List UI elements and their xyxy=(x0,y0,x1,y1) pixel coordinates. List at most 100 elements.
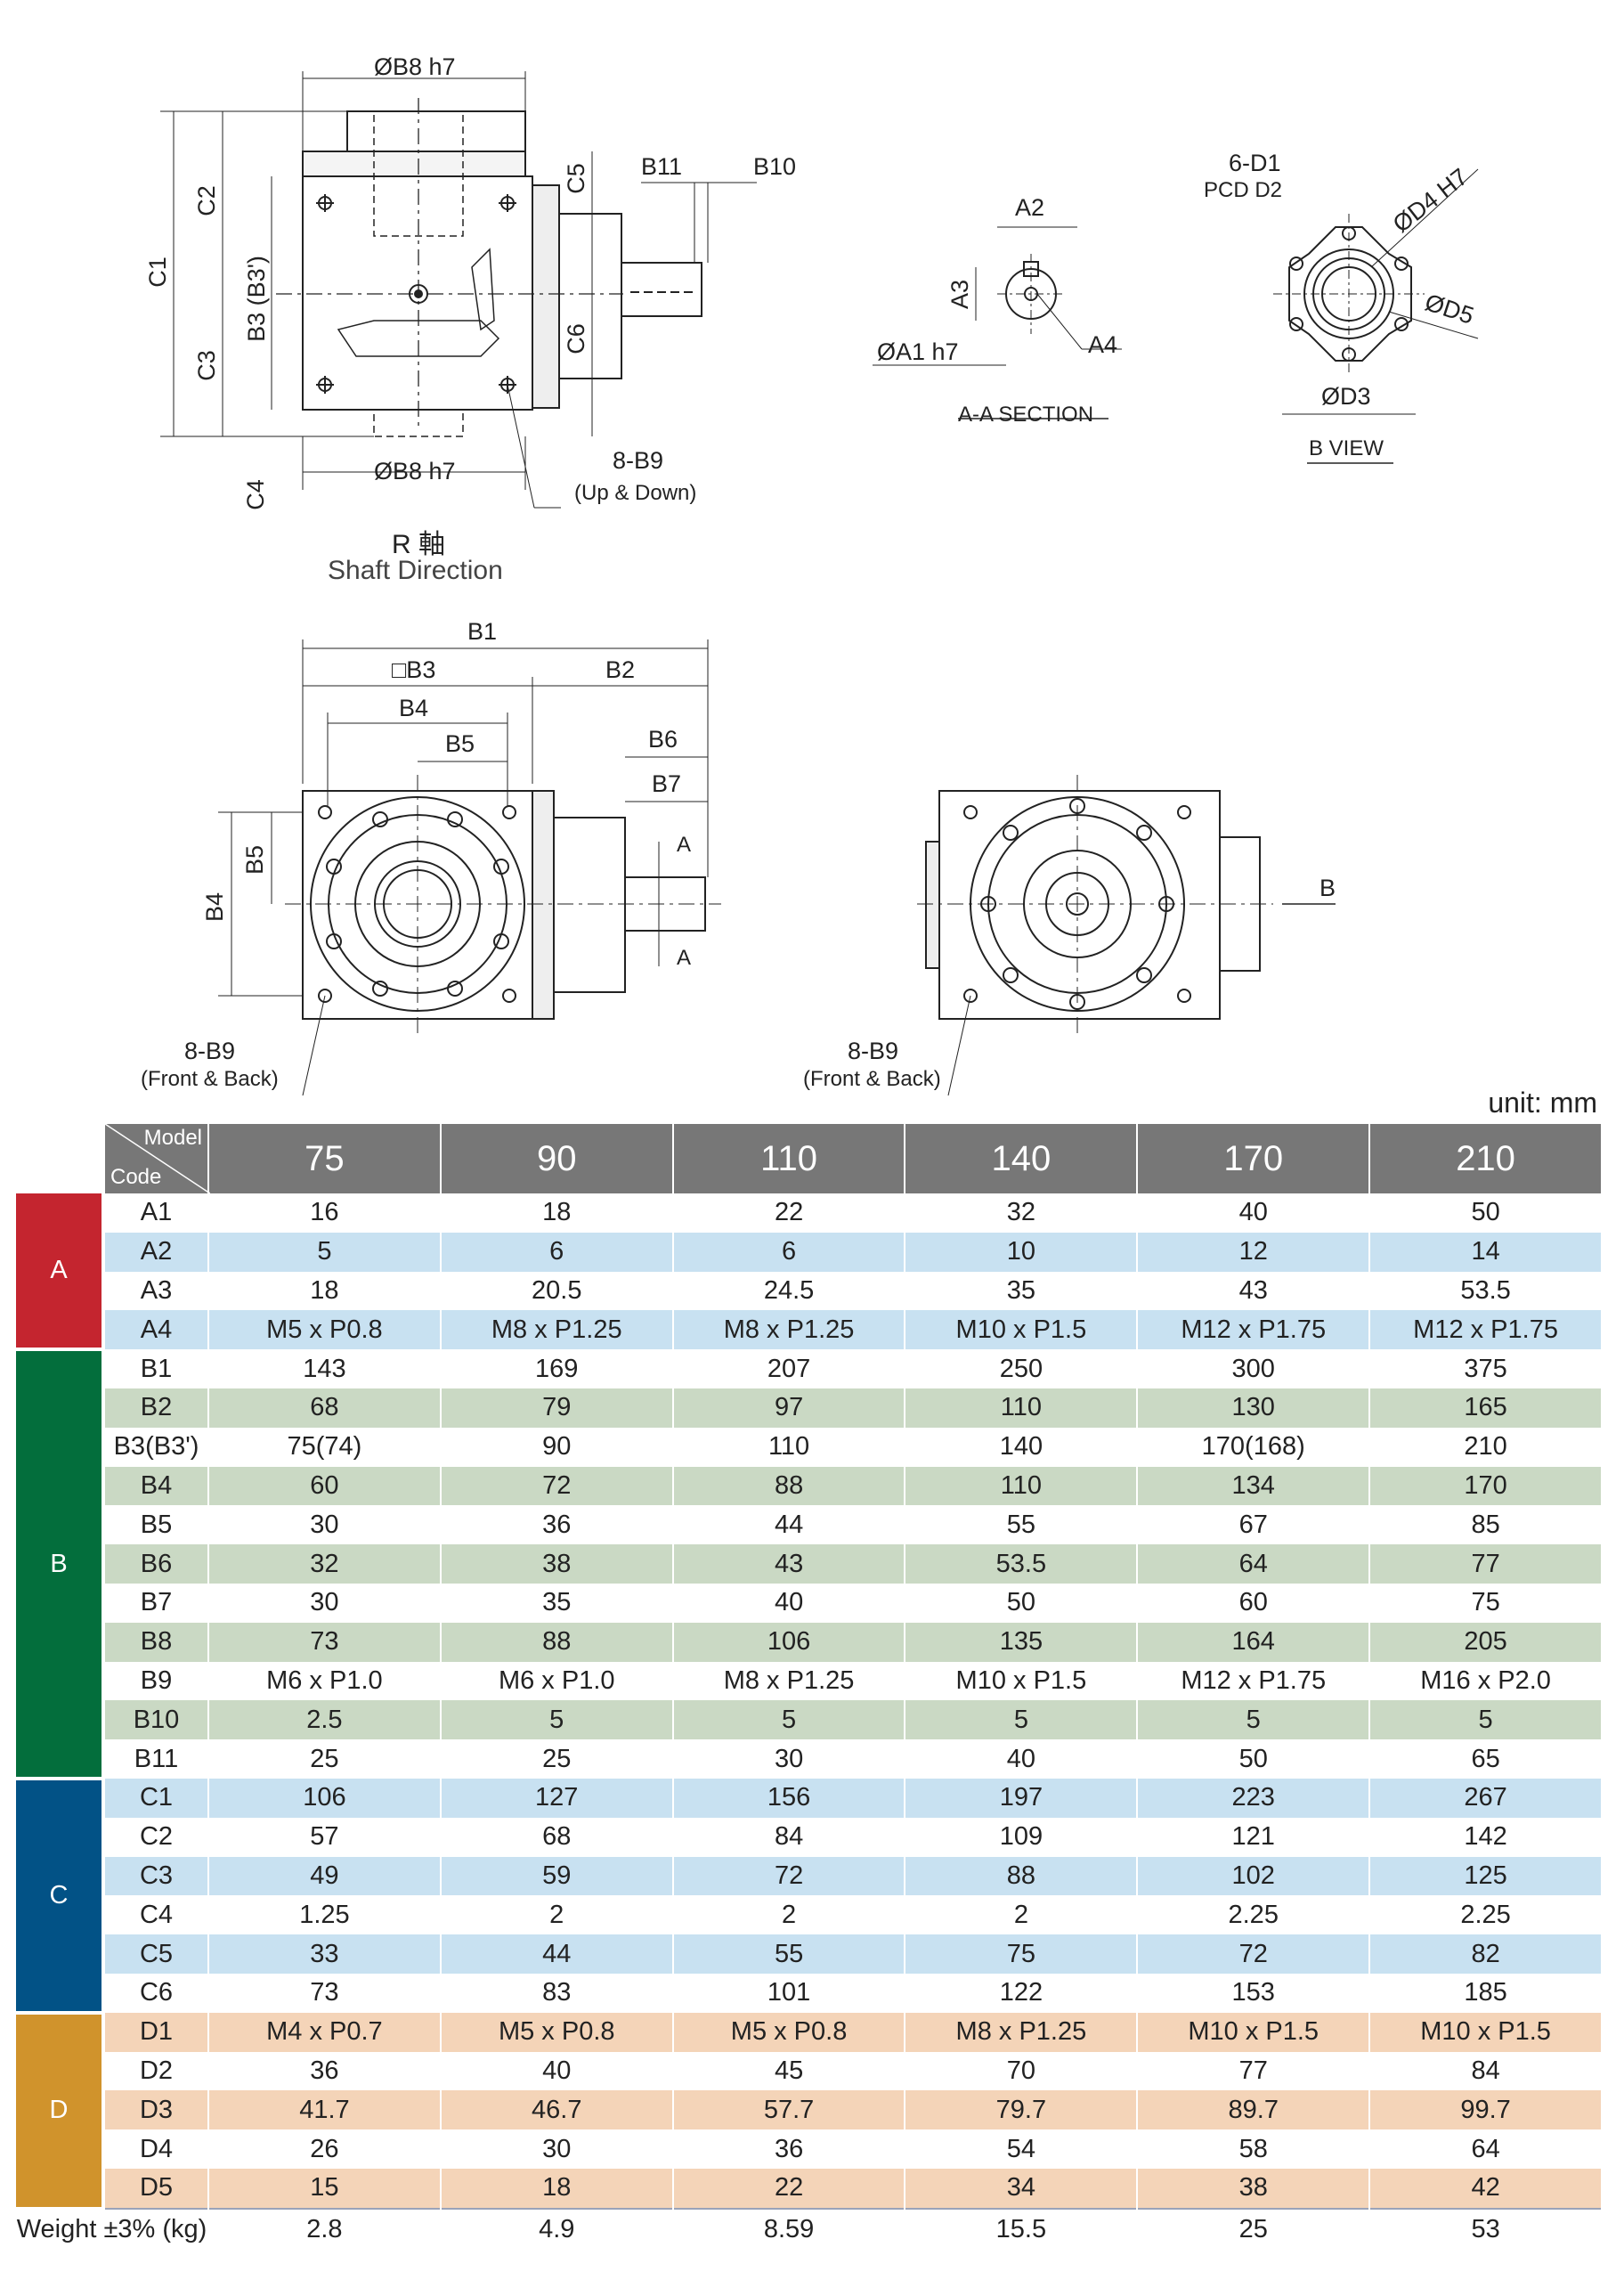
table-cell: M10 x P1.5 xyxy=(1368,2012,1603,2052)
table-cell: 57.7 xyxy=(672,2090,906,2130)
table-cell: M10 x P1.5 xyxy=(1136,2012,1371,2052)
table-cell: 121 xyxy=(1136,1817,1371,1857)
dim-a3: A3 xyxy=(946,279,974,310)
table-cell: 375 xyxy=(1368,1349,1603,1388)
row-code: A4 xyxy=(103,1310,209,1350)
table-cell: 223 xyxy=(1136,1778,1371,1818)
table-cell: 83 xyxy=(440,1973,674,2013)
dim-c2: C2 xyxy=(192,185,220,216)
dim-b11: B11 xyxy=(641,153,683,180)
axis-title: R 軸 xyxy=(392,530,445,559)
weight-cell: 2.8 xyxy=(207,2207,442,2250)
table-cell: 30 xyxy=(207,1505,442,1545)
table-cell: 2.25 xyxy=(1368,1895,1603,1935)
model-header: 140 xyxy=(905,1124,1139,1193)
table-cell: 30 xyxy=(440,2129,674,2169)
row-code: B10 xyxy=(103,1700,209,1740)
row-code: B2 xyxy=(103,1388,209,1428)
table-cell: 88 xyxy=(440,1622,674,1662)
table-cell: 77 xyxy=(1368,1544,1603,1584)
row-code: C1 xyxy=(103,1778,209,1818)
row-code: B8 xyxy=(103,1622,209,1662)
table-cell: 32 xyxy=(207,1544,442,1584)
dim-b10: B10 xyxy=(753,153,797,180)
table-cell: 75 xyxy=(1368,1583,1603,1623)
table-cell: 72 xyxy=(440,1466,674,1506)
table-cell: 14 xyxy=(1368,1232,1603,1272)
table-cell: 40 xyxy=(672,1583,906,1623)
dim-d3: ØD3 xyxy=(1321,383,1371,410)
table-cell: 1.25 xyxy=(207,1895,442,1935)
table-cell: 153 xyxy=(1136,1973,1371,2013)
table-cell: 50 xyxy=(904,1583,1139,1623)
table-cell: M6 x P1.0 xyxy=(440,1661,674,1701)
table-cell: 106 xyxy=(207,1778,442,1818)
table-cell: 40 xyxy=(1136,1193,1371,1233)
dim-d1: 6-D1 xyxy=(1229,150,1281,176)
table-cell: 6 xyxy=(440,1232,674,1272)
table-cell: 55 xyxy=(904,1505,1139,1545)
table-cell: 110 xyxy=(672,1427,906,1467)
table-cell: 164 xyxy=(1136,1622,1371,1662)
row-code: C2 xyxy=(103,1817,209,1857)
corner-code-label: Code xyxy=(110,1165,162,1189)
table-cell: M5 x P0.8 xyxy=(440,2012,674,2052)
note-b9-updown-sub: (Up & Down) xyxy=(574,481,697,505)
dim-c4: C4 xyxy=(241,479,269,510)
row-code: C3 xyxy=(103,1856,209,1896)
table-cell: 205 xyxy=(1368,1622,1603,1662)
dim-a1: ØA1 h7 xyxy=(877,338,959,365)
row-code: A2 xyxy=(103,1232,209,1272)
model-header: 170 xyxy=(1137,1124,1371,1193)
dim-b7: B7 xyxy=(652,770,682,797)
table-cell: 50 xyxy=(1368,1193,1603,1233)
table-cell: 38 xyxy=(1136,2168,1371,2209)
dim-a4: A4 xyxy=(1088,331,1118,358)
dim-b8-top: ØB8 h7 xyxy=(374,53,456,80)
table-cell: M8 x P1.25 xyxy=(440,1310,674,1350)
table-cell: 25 xyxy=(207,1739,442,1779)
aa-section-caption: A-A SECTION xyxy=(958,403,1094,427)
dim-b3-front: □B3 xyxy=(392,656,436,683)
dim-b3-side: B3 (B3') xyxy=(242,256,270,342)
table-cell: 84 xyxy=(1368,2051,1603,2091)
dim-b5-h: B5 xyxy=(445,730,475,757)
table-cell: 42 xyxy=(1368,2168,1603,2209)
table-cell: 156 xyxy=(672,1778,906,1818)
table-cell: 16 xyxy=(207,1193,442,1233)
table-cell: 49 xyxy=(207,1856,442,1896)
dim-b5-v: B5 xyxy=(241,844,269,875)
header-spacer xyxy=(16,1124,105,1193)
table-cell: 102 xyxy=(1136,1856,1371,1896)
weight-cell: 25 xyxy=(1136,2207,1371,2250)
row-code: A3 xyxy=(103,1271,209,1311)
dim-c6: C6 xyxy=(562,323,589,354)
weight-cell: 53 xyxy=(1368,2207,1603,2250)
table-cell: 89.7 xyxy=(1136,2090,1371,2130)
dim-c3: C3 xyxy=(192,350,220,381)
table-cell: 75(74) xyxy=(207,1427,442,1467)
table-cell: 18 xyxy=(440,1193,674,1233)
table-cell: 36 xyxy=(440,1505,674,1545)
table-cell: 45 xyxy=(672,2051,906,2091)
dim-pcd-d2: PCD D2 xyxy=(1204,178,1283,202)
table-cell: M16 x P2.0 xyxy=(1368,1661,1603,1701)
table-cell: 72 xyxy=(1136,1934,1371,1974)
table-cell: 22 xyxy=(672,1193,906,1233)
view-arrow-b: B xyxy=(1320,875,1336,901)
table-cell: 58 xyxy=(1136,2129,1371,2169)
table-cell: 33 xyxy=(207,1934,442,1974)
row-code: D1 xyxy=(103,2012,209,2052)
front-view-drawing xyxy=(218,639,721,1096)
